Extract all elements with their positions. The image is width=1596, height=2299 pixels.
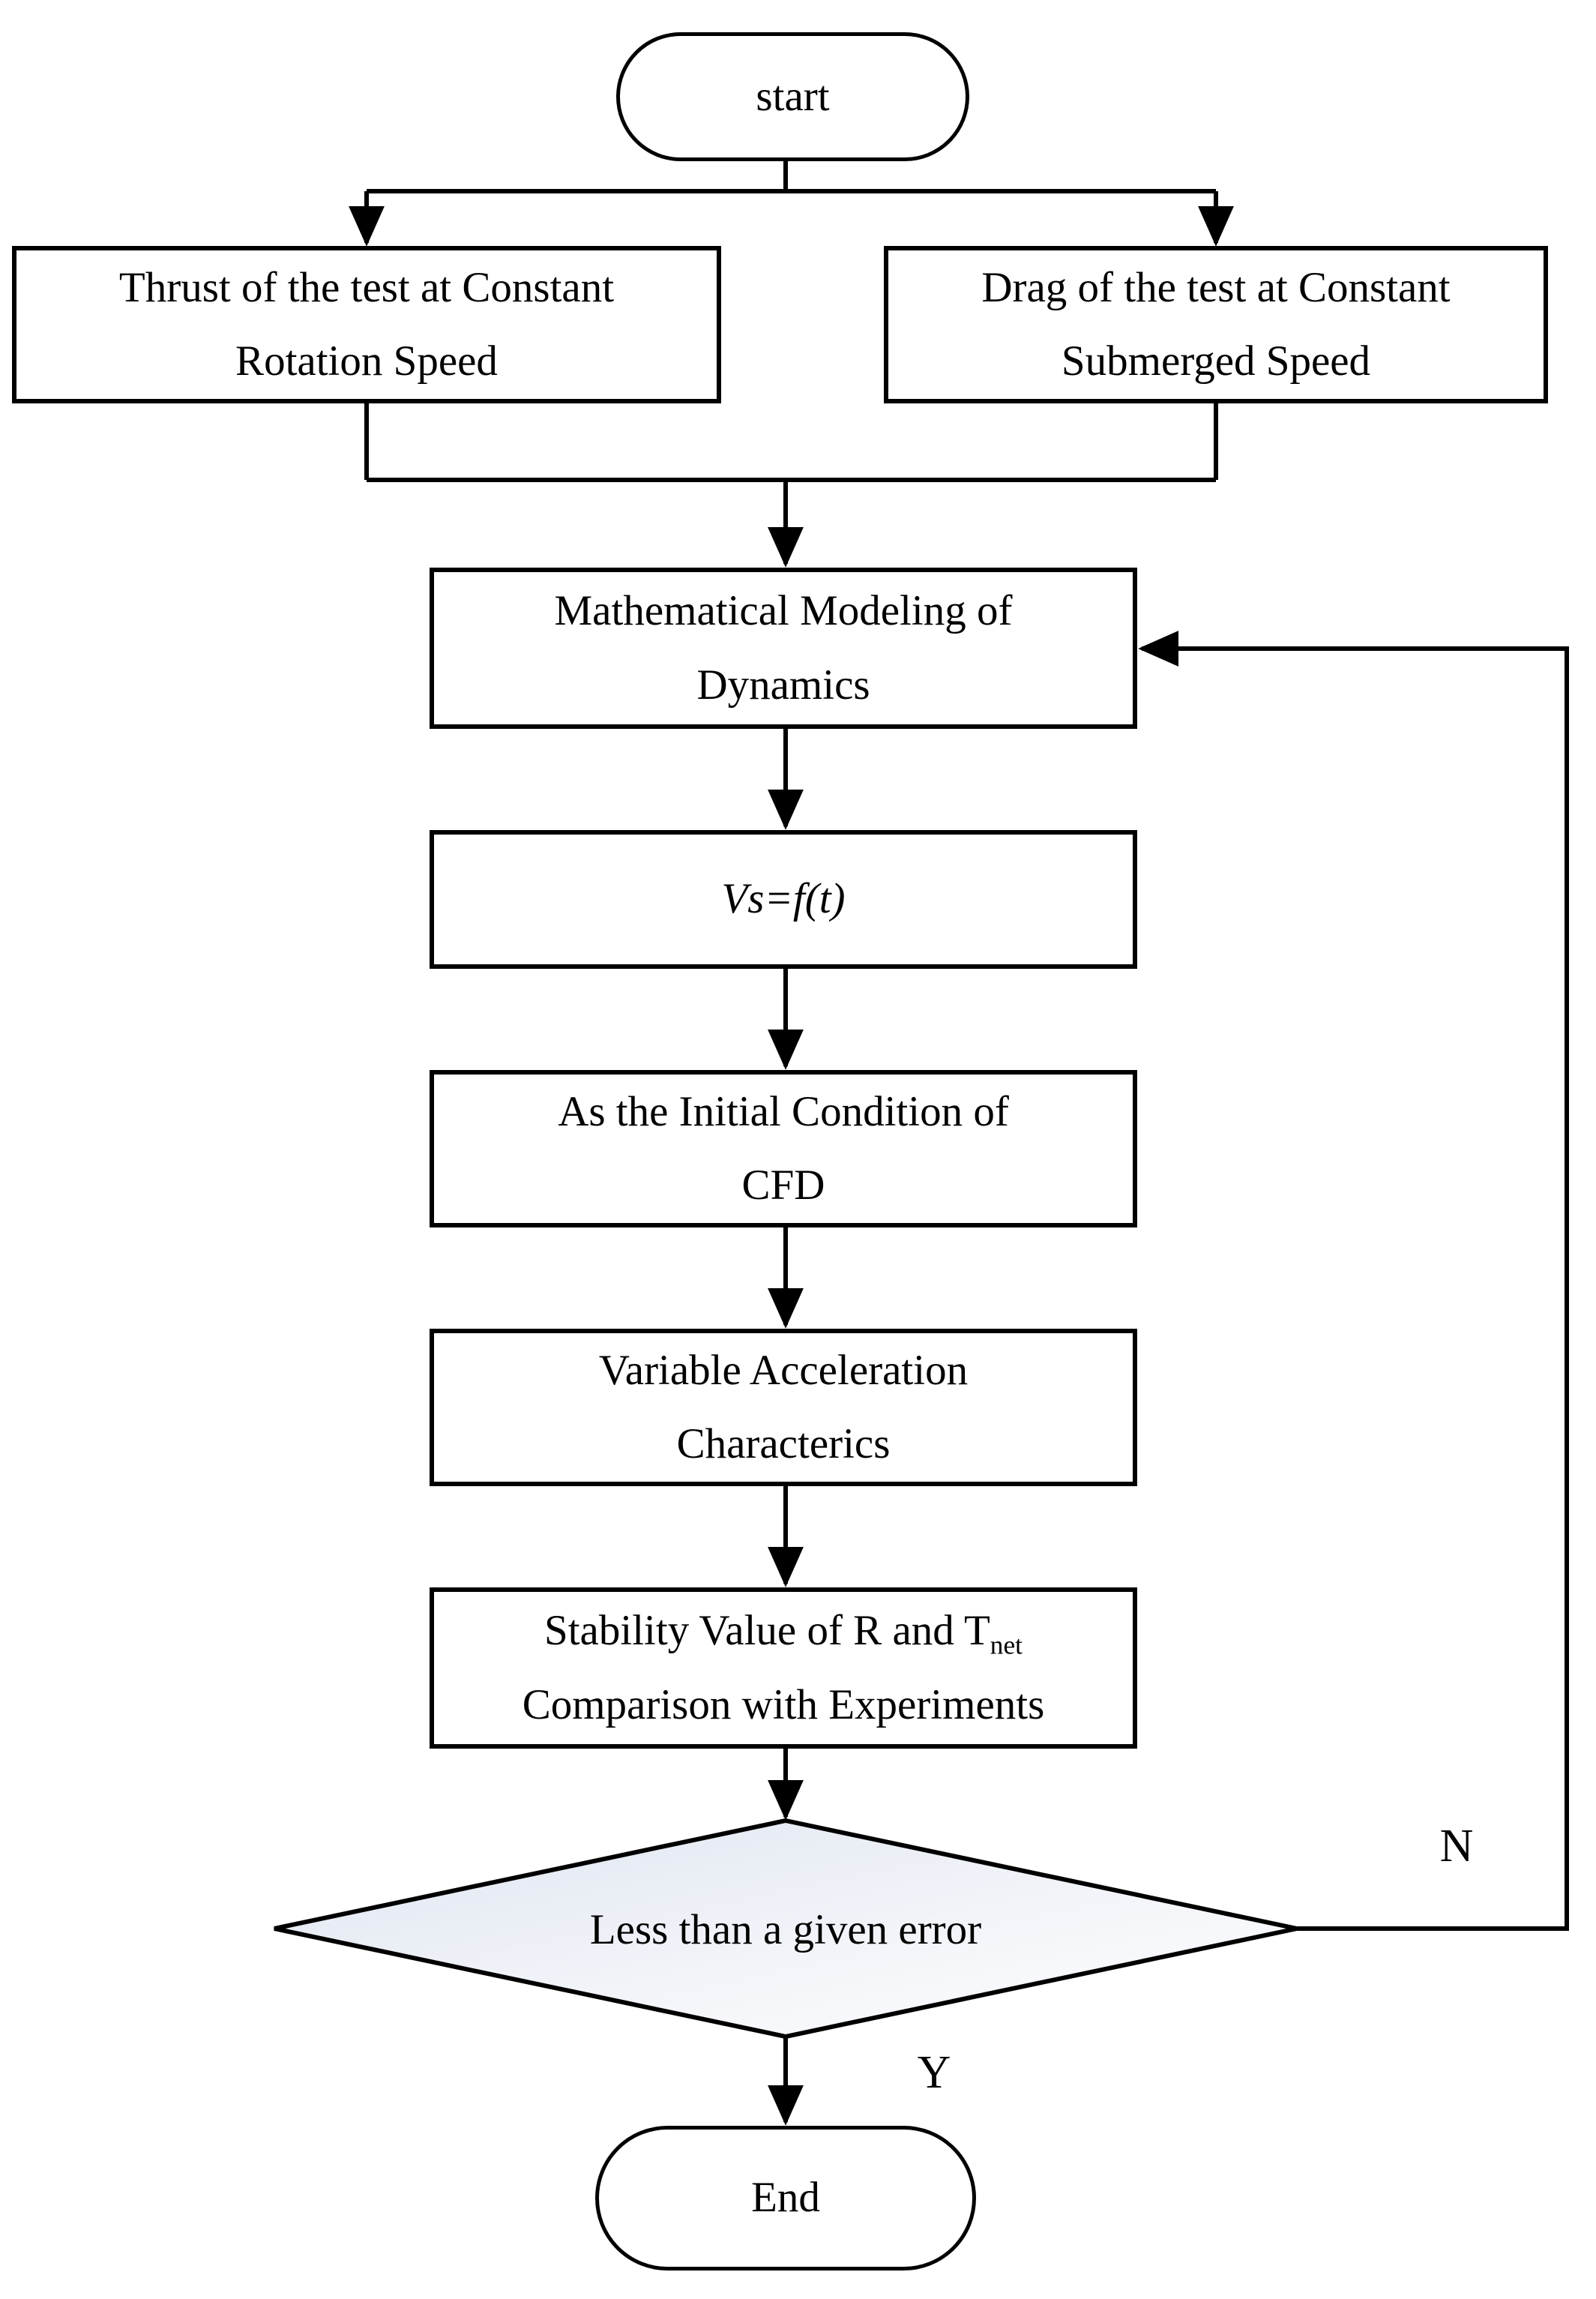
stability-line-2: Comparison with Experiments bbox=[522, 1680, 1045, 1728]
acceleration-line-1: Variable Acceleration bbox=[598, 1346, 969, 1394]
end-node: End bbox=[595, 2126, 976, 2271]
thrust-line-1: Thrust of the test at Constant bbox=[118, 263, 615, 311]
initial-condition-line-1: As the Initial Condition of bbox=[558, 1087, 1009, 1135]
stability-line-1-text: Stability Value of R and T bbox=[544, 1607, 990, 1655]
stability-line-1-subscript: net bbox=[990, 1630, 1023, 1660]
acceleration-node: Variable Acceleration Characterics bbox=[430, 1329, 1137, 1486]
initial-condition-node: As the Initial Condition of CFD bbox=[430, 1070, 1137, 1227]
math-modeling-line-1: Mathematical Modeling of bbox=[554, 587, 1013, 635]
thrust-test-node: Thrust of the test at Constant Rotation … bbox=[12, 246, 721, 403]
stability-line-1: Stability Value of R and Tnet bbox=[544, 1594, 1023, 1668]
formula-node: Vs=f(t) bbox=[430, 830, 1137, 969]
stability-node: Stability Value of R and Tnet Comparison… bbox=[430, 1587, 1137, 1749]
no-branch-label: N bbox=[1439, 1820, 1474, 1872]
edge-no-loop bbox=[1138, 631, 1569, 1931]
start-label: start bbox=[756, 72, 830, 120]
math-modeling-line-2: Dynamics bbox=[696, 661, 870, 709]
initial-condition-line-2: CFD bbox=[741, 1161, 825, 1209]
acceleration-line-2: Characterics bbox=[676, 1420, 891, 1467]
formula-label: Vs=f(t) bbox=[721, 875, 846, 923]
math-modeling-node: Mathematical Modeling of Dynamics bbox=[430, 568, 1137, 729]
drag-test-node: Drag of the test at Constant Submerged S… bbox=[884, 246, 1548, 403]
drag-line-2: Submerged Speed bbox=[1061, 337, 1371, 385]
end-label: End bbox=[751, 2174, 820, 2222]
yes-branch-label: Y bbox=[917, 2046, 951, 2098]
drag-line-1: Drag of the test at Constant bbox=[981, 263, 1451, 311]
start-node: start bbox=[616, 32, 969, 161]
decision-label: Less than a given error bbox=[589, 1905, 982, 1953]
thrust-line-2: Rotation Speed bbox=[235, 337, 498, 385]
